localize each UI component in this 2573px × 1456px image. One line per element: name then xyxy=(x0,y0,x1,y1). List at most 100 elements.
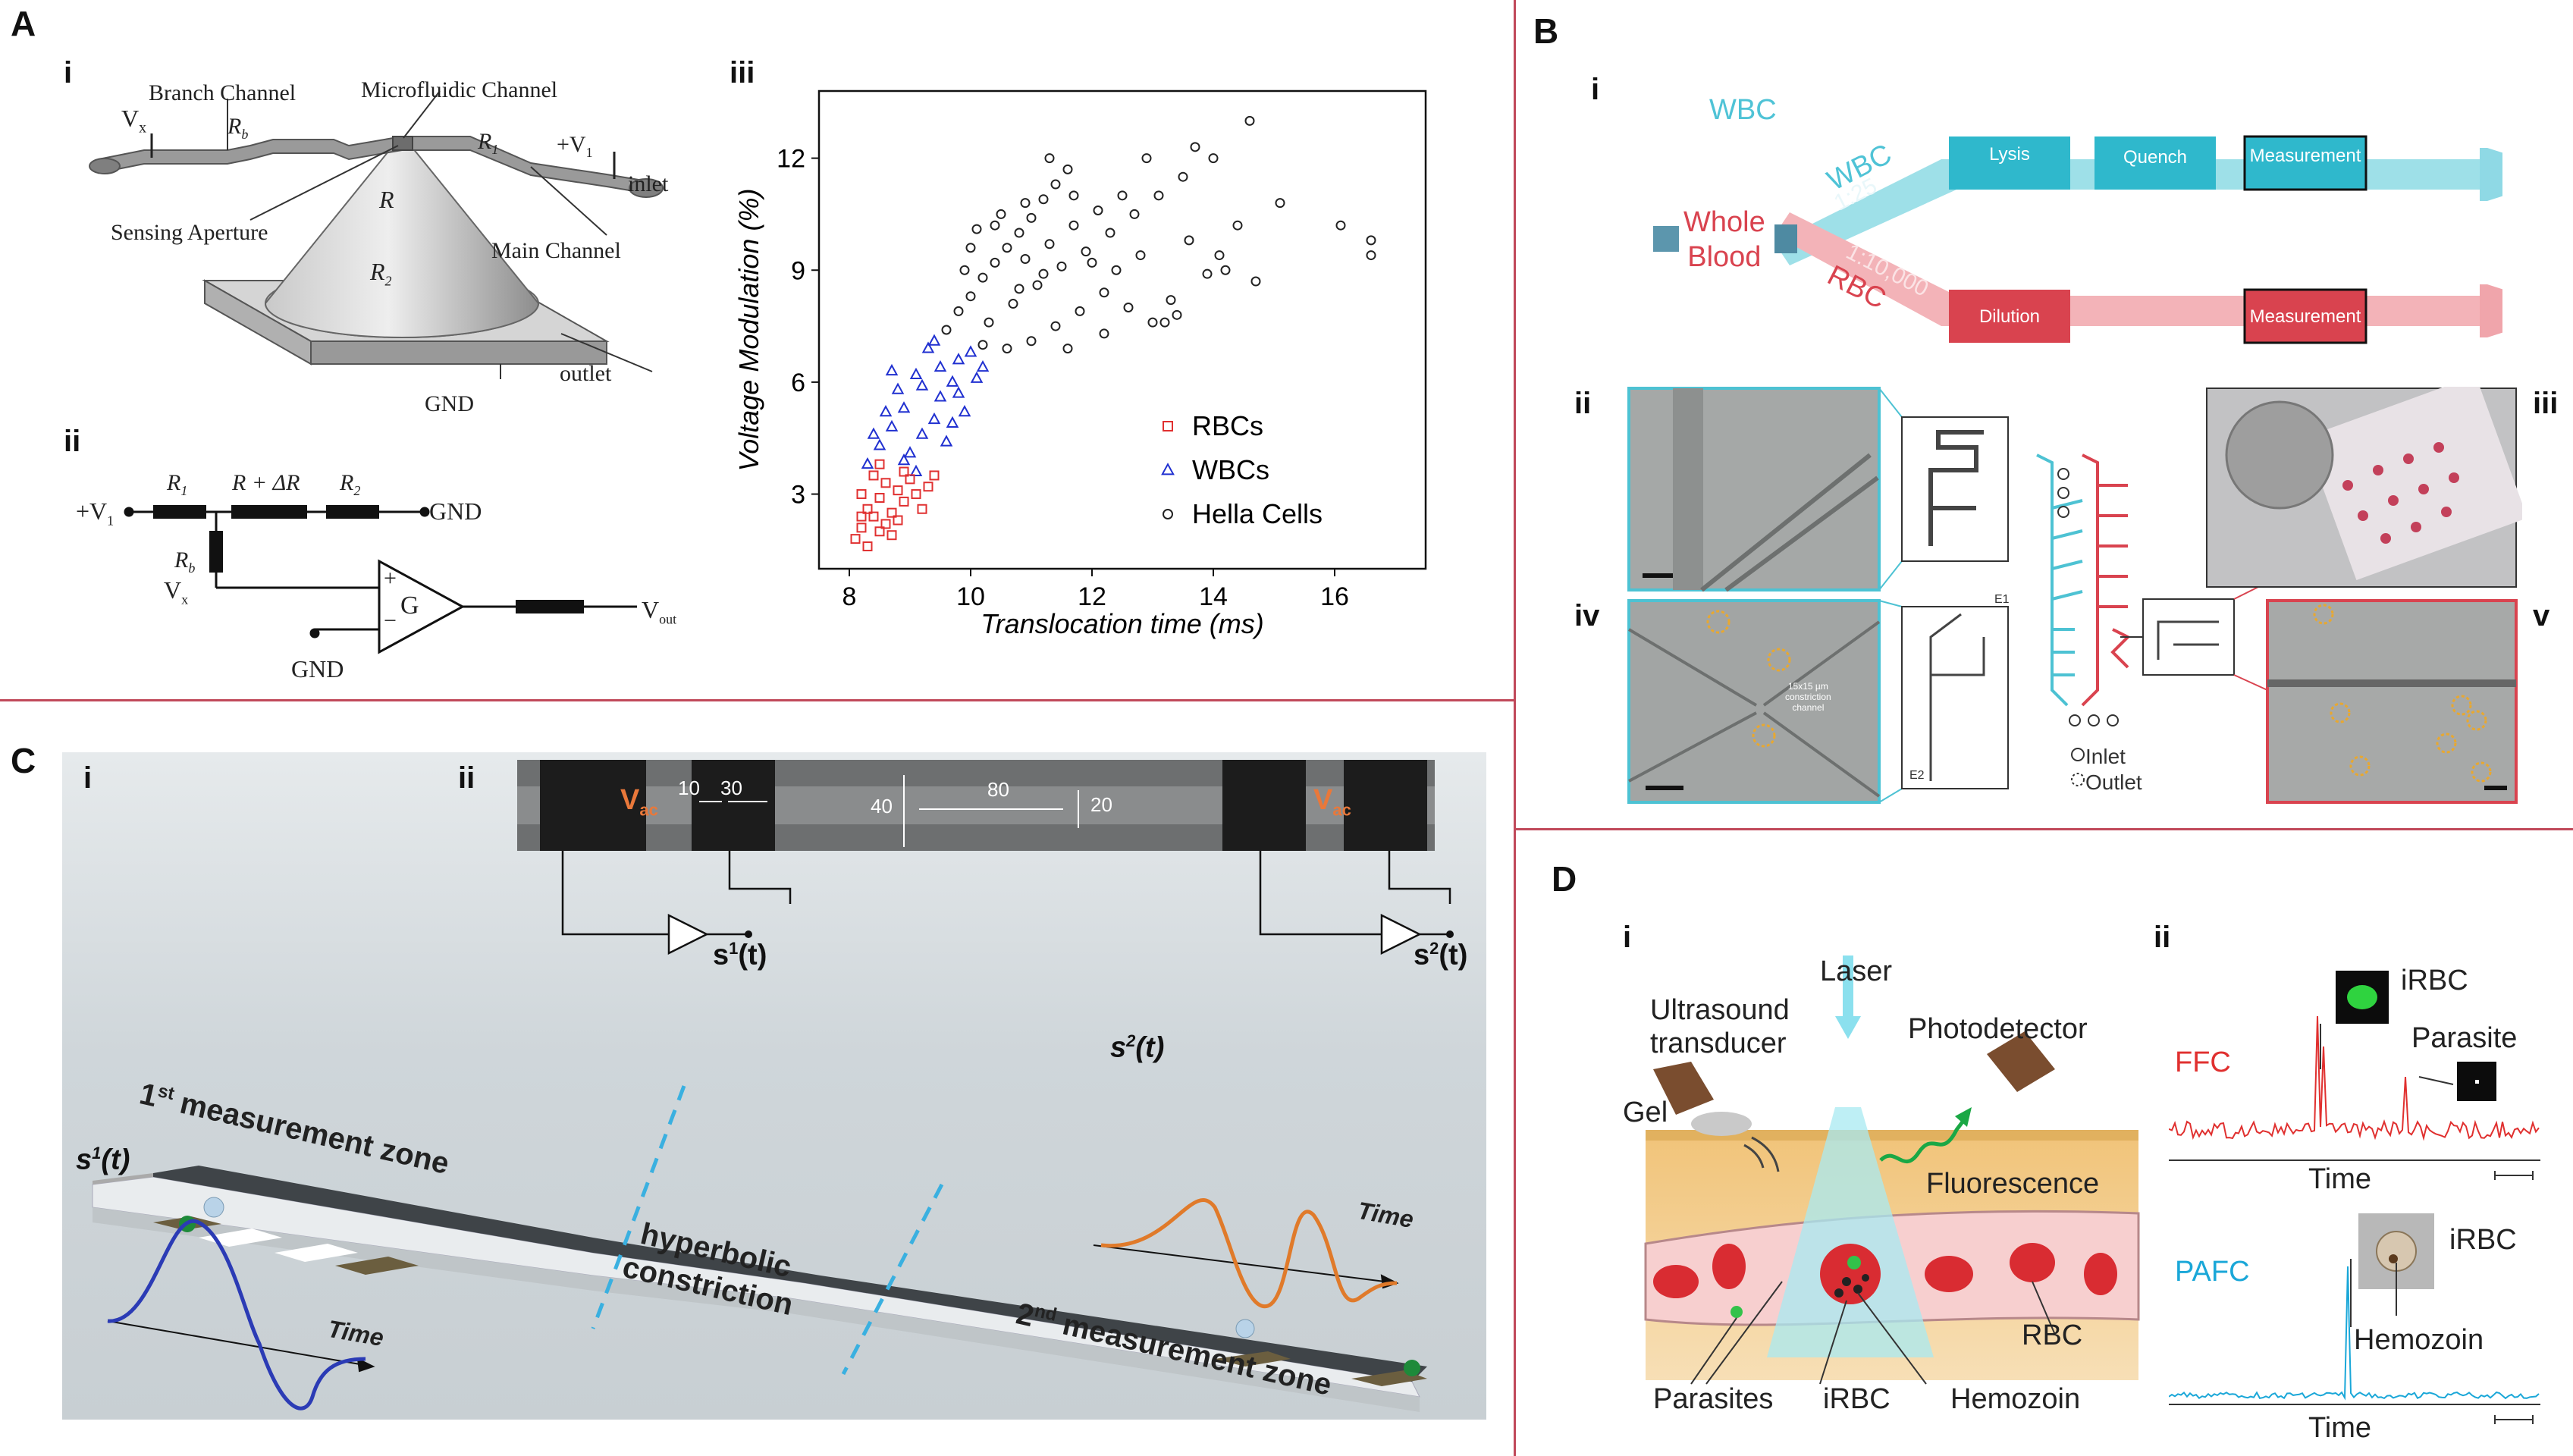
data-point-circle xyxy=(1220,265,1231,275)
data-point-square xyxy=(868,470,879,481)
s1-top-label: s1(t) xyxy=(713,939,767,971)
data-point-circle xyxy=(1075,306,1085,316)
data-point-square xyxy=(874,492,885,503)
data-point-triangle xyxy=(933,359,947,372)
fluorescence-label: Fluorescence xyxy=(1926,1168,2100,1200)
data-point-triangle xyxy=(897,401,911,413)
vertical-divider xyxy=(1514,0,1516,1456)
panel-b-iii-label: iii xyxy=(2533,387,2559,420)
data-point-triangle xyxy=(946,375,959,387)
data-point-circle xyxy=(1050,321,1061,331)
data-point-circle xyxy=(977,340,988,350)
dim-30: 30 xyxy=(720,777,742,799)
data-point-circle xyxy=(1056,261,1067,271)
quench-label: Quench xyxy=(2123,147,2188,168)
outlet-legend: Outlet xyxy=(2085,770,2142,794)
data-point-circle xyxy=(1099,287,1109,298)
data-point-square xyxy=(862,541,873,551)
x-tick-label: 14 xyxy=(1199,582,1228,611)
vac-right: Vac xyxy=(1313,784,1351,820)
data-point-circle xyxy=(1147,317,1158,328)
sensing-aperture-label: Sensing Aperture xyxy=(111,220,268,245)
data-point-square xyxy=(874,526,885,537)
hemozoin-label: Hemozoin xyxy=(1950,1383,2081,1415)
panel-d-ii-label: ii xyxy=(2154,921,2171,954)
data-point-circle xyxy=(1068,190,1079,201)
dilution-box xyxy=(1949,290,2070,343)
s2-wave-label: s2(t) xyxy=(1110,1031,1165,1064)
wbc-title: WBC xyxy=(1709,94,1777,126)
data-point-circle xyxy=(1026,212,1037,223)
panel-a-ii-label: ii xyxy=(64,425,81,458)
data-point-triangle xyxy=(933,390,947,402)
data-point-circle xyxy=(1044,153,1055,164)
panel-d-i-label: i xyxy=(1623,921,1632,954)
data-point-circle xyxy=(1159,317,1170,328)
data-point-circle xyxy=(953,306,964,316)
inlet-legend: Inlet xyxy=(2085,745,2126,768)
irbc-label: iRBC xyxy=(1823,1383,1891,1415)
data-point-triangle xyxy=(861,457,874,469)
blood-processing-flow xyxy=(1653,135,2502,344)
data-point-triangle xyxy=(958,405,971,417)
plus-v1-label-ii: +V1 xyxy=(76,497,115,529)
data-point-square xyxy=(886,530,897,541)
dilution-label: Dilution xyxy=(1978,306,2041,327)
dim-40: 40 xyxy=(871,795,893,817)
data-point-circle xyxy=(1105,228,1115,238)
quench-box xyxy=(2094,136,2216,190)
data-point-circle xyxy=(990,220,1000,231)
data-point-triangle xyxy=(867,427,880,439)
r2-label-i: R2 xyxy=(370,258,392,289)
panel-b-letter: B xyxy=(1533,11,1559,51)
plot-area xyxy=(817,89,1427,570)
data-point-circle xyxy=(1081,246,1091,257)
data-point-circle xyxy=(1087,257,1097,268)
data-point-circle xyxy=(977,272,988,283)
data-point-circle xyxy=(996,209,1006,219)
data-point-square xyxy=(886,507,897,518)
measurement-bottom-label: Measurement xyxy=(2249,306,2361,327)
data-point-triangle xyxy=(909,464,923,476)
data-point-circle xyxy=(1044,239,1055,249)
data-point-square xyxy=(850,534,861,544)
data-point-circle xyxy=(1184,235,1194,246)
microscopy-figure xyxy=(1627,387,2522,804)
e2-label: E2 xyxy=(1909,769,1925,782)
panel-a-i-label: i xyxy=(64,56,73,89)
pafc-label: PAFC xyxy=(2175,1256,2250,1288)
data-point-triangle xyxy=(946,416,959,428)
data-point-triangle xyxy=(952,386,965,398)
data-point-circle xyxy=(1117,190,1128,201)
data-point-circle xyxy=(1366,250,1376,261)
vout-label: Vout xyxy=(642,596,677,627)
data-point-circle xyxy=(1014,228,1024,238)
data-point-square xyxy=(856,522,867,533)
data-point-square xyxy=(874,459,885,469)
r1-label-ii: R1 xyxy=(167,470,188,498)
data-point-square xyxy=(880,519,891,529)
data-point-square xyxy=(911,489,921,500)
data-point-circle xyxy=(965,291,976,302)
horizontal-divider-right xyxy=(1516,828,2573,830)
data-point-circle xyxy=(1038,268,1049,279)
data-point-circle xyxy=(1014,284,1024,294)
measurement-top-label: Measurement xyxy=(2249,146,2361,166)
data-point-circle xyxy=(1202,268,1213,279)
gnd-bottom-label: GND xyxy=(291,655,344,682)
legend-marker-circle xyxy=(1163,509,1173,519)
x-tick-label: 12 xyxy=(1078,582,1106,611)
legend-label: WBCs xyxy=(1192,454,1269,485)
vac-left: Vac xyxy=(620,784,658,820)
data-point-circle xyxy=(1275,198,1285,209)
data-point-circle xyxy=(1214,250,1225,261)
data-point-circle xyxy=(1123,302,1134,312)
data-point-circle xyxy=(1099,328,1109,339)
data-point-circle xyxy=(1008,299,1018,309)
legend-label: Hella Cells xyxy=(1192,498,1323,529)
r2-label-ii: R2 xyxy=(340,470,361,498)
data-point-circle xyxy=(1002,243,1012,253)
flow-cytometry-schematic xyxy=(1644,956,2140,1385)
